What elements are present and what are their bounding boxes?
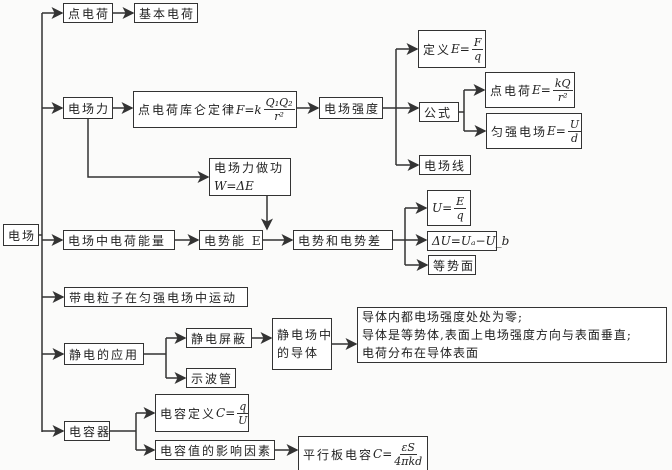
numerator: q <box>237 399 249 414</box>
formula: E= <box>532 83 551 97</box>
elementary-charge-node: 基本电荷 <box>134 3 198 23</box>
denominator: d <box>570 131 578 145</box>
numerator: εS <box>399 440 417 455</box>
formula: C= <box>373 447 393 461</box>
potential-difference-node: ΔU=Uₐ−U_b <box>427 231 509 251</box>
numerator: kQ <box>552 76 573 91</box>
label: 匀强电场 <box>491 124 548 139</box>
line: 的导体 <box>277 346 320 360</box>
line: 静电场中 <box>277 328 334 342</box>
shielding-node: 静电屏蔽 <box>186 328 252 348</box>
label: 点电荷 <box>490 83 533 98</box>
formula: U= <box>432 201 453 215</box>
formula: F=k <box>236 102 262 117</box>
denominator: 4πkd <box>394 454 423 468</box>
potential-energy-node: 电势能 E <box>199 230 263 250</box>
capacitance-factors-node: 电容值的影响因素 <box>155 440 275 460</box>
work-node: 电场力做功 W=ΔE <box>209 158 291 196</box>
numerator: E <box>454 194 467 209</box>
label: 定义 <box>423 42 452 57</box>
denominator: q <box>474 49 482 63</box>
line: 导体内都电场强度处处为零; <box>362 310 524 324</box>
formula-node: 公式 <box>419 102 459 122</box>
root-electric-field: 电场 <box>3 224 39 246</box>
numerator: F <box>471 35 484 50</box>
field-strength-node: 电场强度 <box>319 97 383 119</box>
label: 电容定义 <box>160 406 217 421</box>
oscilloscope-node: 示波管 <box>186 368 236 388</box>
numerator: Q₁Q₂ <box>263 96 295 110</box>
conductor-properties-node: 导体内都电场强度处处为零; 导体是等势体,表面上电场强度方向与表面垂直; 电荷分布在… <box>357 307 667 363</box>
field-lines-node: 电场线 <box>419 155 471 175</box>
charge-energy-node: 电场中电荷能量 <box>63 230 175 250</box>
formula: E= <box>451 42 470 56</box>
line: 电荷分布在导体表面 <box>362 346 480 360</box>
electric-force-node: 电场力 <box>63 97 113 119</box>
capacitor-node: 电容器 <box>64 421 110 441</box>
label: 平行板电容 <box>303 447 374 462</box>
equipotential-node: 等势面 <box>428 255 476 275</box>
formula: C= <box>216 406 236 420</box>
point-charge-node: 点电荷 <box>63 3 113 23</box>
particle-motion-node: 带电粒子在匀强电场中运动 <box>64 287 248 307</box>
label: 点电荷库仑定律 <box>138 103 237 117</box>
applications-node: 静电的应用 <box>64 343 144 365</box>
conductor-node: 静电场中的导体 <box>272 318 332 370</box>
numerator: U <box>567 117 582 132</box>
denominator: r² <box>274 110 284 123</box>
denominator: U <box>238 413 248 427</box>
label: 电场力做功 <box>214 161 285 175</box>
line: 导体是等势体,表面上电场强度方向与表面垂直; <box>362 328 632 342</box>
formula: W=ΔE <box>214 179 254 193</box>
potential-node: 电势和电势差 <box>293 230 393 250</box>
denominator: r² <box>557 90 568 104</box>
formula: E= <box>547 124 566 138</box>
denominator: q <box>456 208 464 222</box>
